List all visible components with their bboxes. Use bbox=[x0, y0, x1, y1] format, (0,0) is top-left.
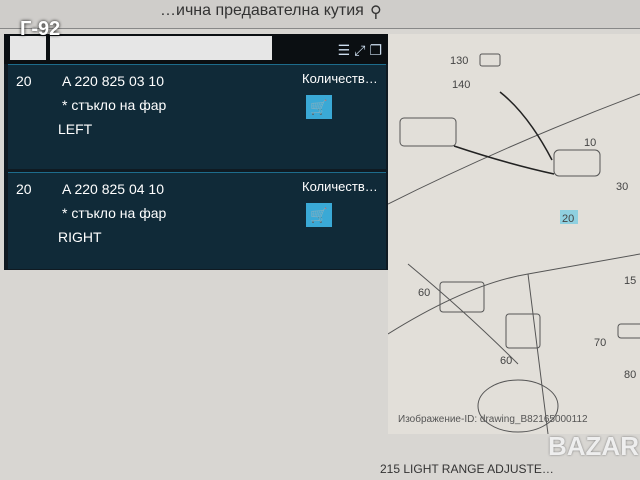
callout: 30 bbox=[616, 181, 628, 193]
callout: 80 bbox=[624, 369, 636, 381]
callout: 70 bbox=[594, 337, 606, 349]
description: * стъкло на фар bbox=[62, 205, 167, 221]
position-filter-input[interactable] bbox=[10, 36, 46, 60]
window-title: …ична предавателна кутия bbox=[160, 2, 364, 19]
expand-icon[interactable]: ⤢ bbox=[354, 42, 366, 58]
headlight-part bbox=[553, 149, 601, 177]
overlay-tag: Г-92 bbox=[20, 18, 61, 40]
part-number: A 220 825 03 10 bbox=[62, 73, 164, 89]
callout: 10 bbox=[584, 137, 596, 149]
top-bar: …ична предавателна кутия ⚲ bbox=[0, 0, 640, 29]
list-icon[interactable]: ☰ bbox=[337, 42, 351, 58]
part-number: A 220 825 04 10 bbox=[62, 181, 164, 197]
position: 20 bbox=[16, 73, 32, 89]
parts-panel: ☰ ⤢ ❐ 20 A 220 825 03 10 * стъкло на фар… bbox=[4, 34, 388, 270]
fill-tool-icon[interactable]: ⚲ bbox=[370, 4, 382, 21]
cart-icon[interactable]: 🛒 bbox=[306, 203, 332, 227]
image-id-caption: Изображение-ID: drawing_B82165000112 bbox=[398, 414, 588, 425]
position: 20 bbox=[16, 181, 32, 197]
quantity-label: Количеств… bbox=[302, 179, 378, 194]
callout: 15 bbox=[624, 275, 636, 287]
callout: 20 bbox=[562, 213, 574, 225]
module-part bbox=[399, 117, 457, 147]
part-row[interactable]: 20 A 220 825 04 10 * стъкло на фар RIGHT… bbox=[8, 172, 386, 269]
search-input[interactable] bbox=[50, 36, 272, 60]
side: LEFT bbox=[58, 121, 93, 137]
callout: 140 bbox=[452, 79, 470, 91]
part-row[interactable]: 20 A 220 825 03 10 * стъкло на фар LEFT … bbox=[8, 64, 386, 169]
description: * стъкло на фар bbox=[62, 97, 167, 113]
parts-diagram: 130 140 10 30 20 15 60 60 70 80 bbox=[387, 34, 640, 435]
footer-text: 215 LIGHT RANGE ADJUSTE… bbox=[380, 462, 554, 476]
callout: 130 bbox=[450, 55, 468, 67]
callout: 60 bbox=[418, 287, 430, 299]
hood-line bbox=[387, 93, 640, 205]
callout: 60 bbox=[500, 355, 512, 367]
highlight-20 bbox=[560, 210, 578, 224]
watermark-logo: BAZAR bbox=[548, 431, 639, 461]
quantity-label: Количеств… bbox=[302, 71, 378, 86]
cart-icon[interactable]: 🛒 bbox=[306, 95, 332, 119]
side: RIGHT bbox=[58, 229, 102, 245]
panel-header: ☰ ⤢ ❐ bbox=[4, 34, 388, 64]
copy-icon[interactable]: ❐ bbox=[369, 42, 382, 58]
